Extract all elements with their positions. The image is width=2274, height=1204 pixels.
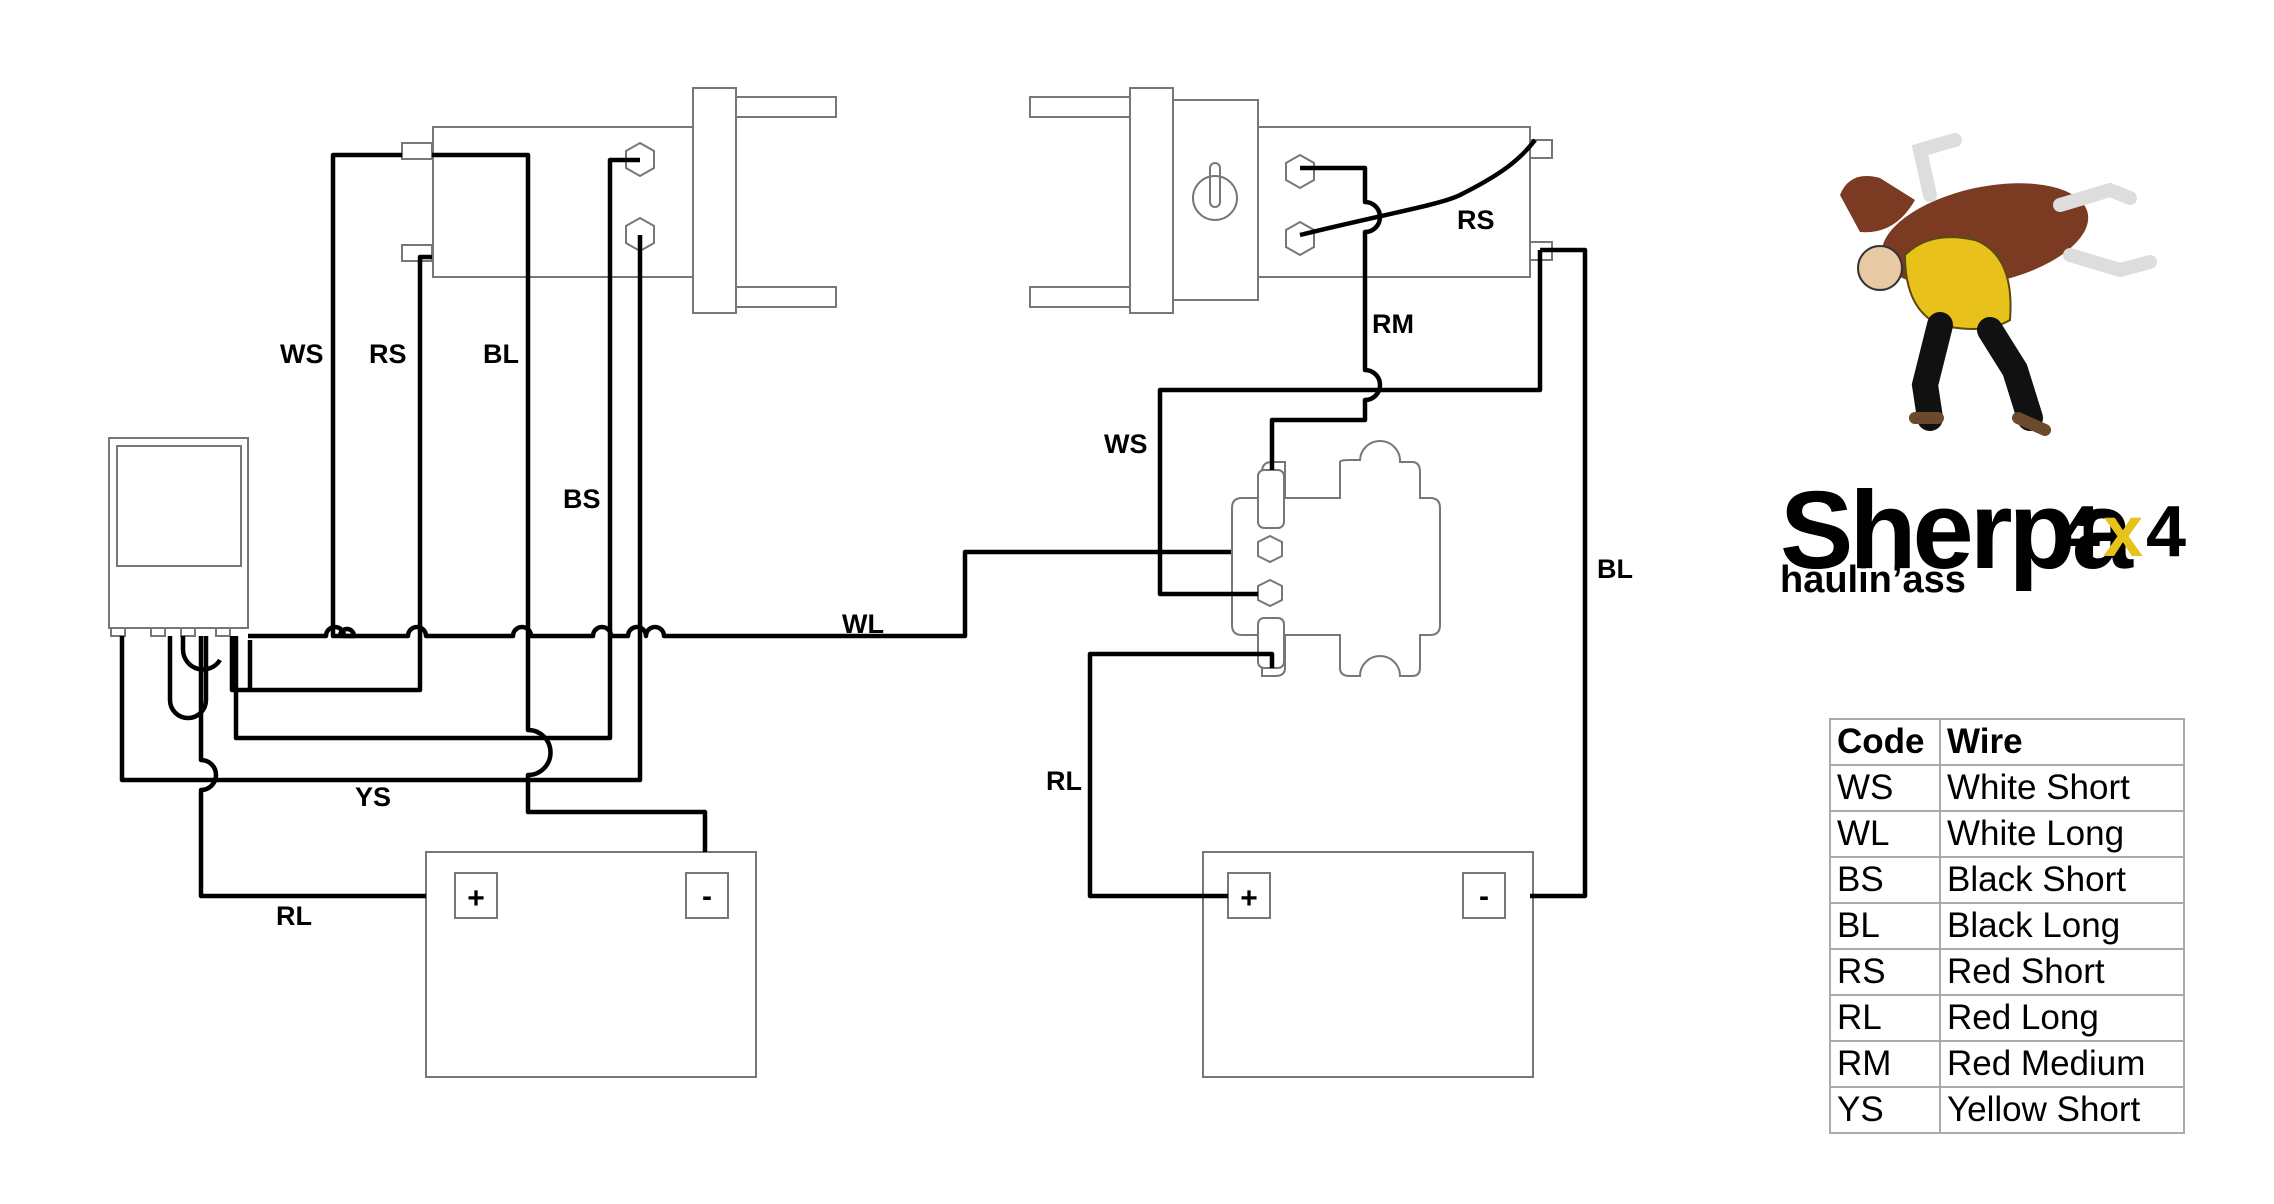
legend-code: WL bbox=[1829, 810, 1941, 858]
left-battery-plus: + bbox=[467, 882, 485, 915]
legend-wire: Yellow Short bbox=[1939, 1086, 2185, 1134]
sherpa-figure-illustration bbox=[1840, 133, 2157, 436]
left-wires bbox=[119, 152, 1262, 899]
right-label-rs: RS bbox=[1457, 205, 1495, 235]
legend-row: RS Red Short bbox=[1829, 948, 2185, 996]
legend-row: RM Red Medium bbox=[1829, 1040, 2185, 1088]
legend-row: WS White Short bbox=[1829, 764, 2185, 812]
right-motor-assembly bbox=[1029, 87, 1553, 314]
left-label-bl: BL bbox=[483, 339, 519, 369]
left-battery bbox=[425, 851, 757, 1078]
right-solenoid bbox=[1231, 439, 1441, 677]
legend-row: BS Black Short bbox=[1829, 856, 2185, 904]
legend-row: BL Black Long bbox=[1829, 902, 2185, 950]
legend-code: RM bbox=[1829, 1040, 1941, 1088]
right-label-ws: WS bbox=[1104, 429, 1148, 459]
right-battery-minus: - bbox=[1479, 880, 1489, 913]
left-battery-minus: - bbox=[702, 880, 712, 913]
right-label-bl: BL bbox=[1597, 554, 1633, 584]
legend-wire: Black Long bbox=[1939, 902, 2185, 950]
left-label-ys: YS bbox=[355, 782, 391, 812]
legend-row: YS Yellow Short bbox=[1829, 1086, 2185, 1134]
legend-code: YS bbox=[1829, 1086, 1941, 1134]
logo-tagline: haulin’ass bbox=[1780, 559, 1966, 601]
left-label-bs: BS bbox=[563, 484, 601, 514]
wire-code-legend: Code Wire WS White Short WL White Long B… bbox=[1829, 718, 2185, 1134]
legend-wire: White Long bbox=[1939, 810, 2185, 858]
right-battery-plus: + bbox=[1240, 882, 1258, 915]
legend-code: BL bbox=[1829, 902, 1941, 950]
logo-brand: Sherpa bbox=[1780, 469, 2134, 592]
legend-code: RS bbox=[1829, 948, 1941, 996]
logo-four-a: 4 bbox=[2060, 492, 2100, 572]
legend-code: RL bbox=[1829, 994, 1941, 1042]
legend-code: WS bbox=[1829, 764, 1941, 812]
right-wires bbox=[1087, 138, 1588, 899]
left-label-rs: RS bbox=[369, 339, 407, 369]
right-label-rl: RL bbox=[1046, 766, 1082, 796]
logo-x: x bbox=[2103, 492, 2143, 572]
legend-header-wire: Wire bbox=[1939, 718, 2185, 766]
logo-four-b: 4 bbox=[2146, 492, 2186, 572]
left-label-ws: WS bbox=[280, 339, 324, 369]
legend-wire: Red Long bbox=[1939, 994, 2185, 1042]
legend-code: BS bbox=[1829, 856, 1941, 904]
legend-wire: Black Short bbox=[1939, 856, 2185, 904]
left-motor-assembly bbox=[401, 87, 837, 314]
legend-wire: Red Medium bbox=[1939, 1040, 2185, 1088]
legend-header-row: Code Wire bbox=[1829, 718, 2185, 766]
right-label-wl: WL bbox=[842, 609, 884, 639]
legend-wire: Red Short bbox=[1939, 948, 2185, 996]
legend-wire: White Short bbox=[1939, 764, 2185, 812]
left-label-rl: RL bbox=[276, 901, 312, 931]
legend-row: RL Red Long bbox=[1829, 994, 2185, 1042]
legend-header-code: Code bbox=[1829, 718, 1941, 766]
left-control-box bbox=[108, 437, 249, 637]
right-battery bbox=[1202, 851, 1534, 1078]
right-label-rm: RM bbox=[1372, 309, 1414, 339]
legend-row: WL White Long bbox=[1829, 810, 2185, 858]
